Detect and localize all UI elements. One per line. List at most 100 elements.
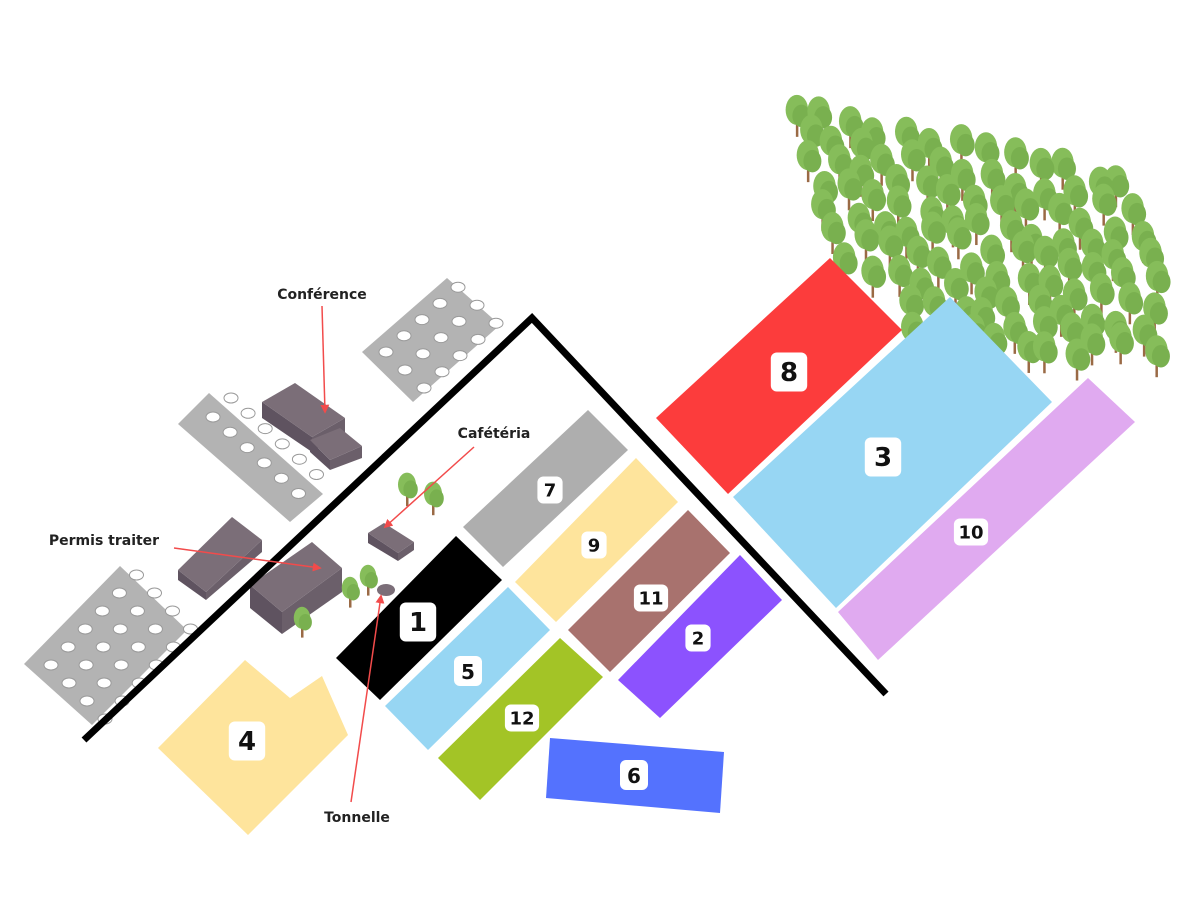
zone-9[interactable]: 9 — [515, 458, 678, 622]
car-icon — [77, 623, 93, 635]
tree-icon — [926, 246, 952, 289]
car-icon — [257, 423, 273, 435]
buildings — [178, 383, 414, 634]
tree-icon — [946, 217, 972, 260]
car-icon — [434, 366, 450, 378]
tree-icon — [861, 255, 887, 298]
tree-icon — [1033, 235, 1059, 278]
tree-icon — [1014, 188, 1040, 231]
zone-12[interactable]: 12 — [438, 638, 603, 800]
tree-icon — [1051, 147, 1076, 190]
zone-1[interactable]: 1 — [336, 536, 502, 700]
tree-icon — [1065, 338, 1091, 381]
zone-number: 4 — [238, 727, 256, 757]
car-icon — [433, 332, 449, 344]
zone-6[interactable]: 6 — [546, 738, 724, 813]
car-icon — [96, 677, 112, 689]
tree-icon — [398, 472, 418, 507]
zone-2[interactable]: 2 — [618, 555, 782, 718]
label-conference: Conférence — [277, 287, 367, 414]
zone-number-badge — [454, 656, 482, 686]
tree-icon — [1057, 247, 1083, 290]
car-icon — [239, 442, 255, 454]
arrow-icon — [383, 446, 475, 529]
zone-number-badge — [770, 352, 808, 392]
tree-icon — [1029, 147, 1055, 190]
zone-number: 6 — [627, 764, 641, 788]
car-icon — [416, 382, 432, 394]
tree-icon — [796, 140, 822, 183]
car-icon — [222, 426, 238, 438]
car-icon — [450, 281, 466, 293]
conference-label: Conférence — [277, 287, 367, 303]
tree-icon — [974, 132, 1000, 175]
tree-icon — [341, 576, 360, 608]
car-icon — [488, 317, 504, 329]
car-icon — [273, 472, 289, 484]
car-icon — [415, 348, 431, 360]
car-icon — [452, 350, 468, 362]
car-icon — [79, 695, 95, 707]
zone-10[interactable]: 10 — [838, 378, 1135, 660]
tree-icon — [1011, 231, 1037, 274]
car-icon — [130, 641, 146, 653]
car-icon — [129, 605, 145, 617]
car-icon — [94, 605, 110, 617]
car-icon — [147, 587, 162, 599]
zone-3[interactable]: 3 — [733, 297, 1052, 608]
car-icon — [205, 411, 221, 423]
zone-number-badge — [228, 721, 266, 761]
site-boundary-line — [81, 313, 889, 743]
car-icon — [274, 438, 290, 450]
car-icon — [469, 299, 485, 311]
building — [310, 428, 362, 470]
zone-5[interactable]: 5 — [385, 587, 550, 750]
tree-icon — [921, 211, 946, 254]
tree-icon — [1143, 292, 1168, 335]
zone-number-badge — [633, 584, 669, 612]
parking-lots — [24, 278, 504, 725]
car-icon — [397, 364, 413, 376]
tree-icon — [359, 564, 378, 596]
zone-number: 7 — [544, 481, 557, 502]
cafeteria-label: Cafétéria — [458, 426, 531, 442]
car-icon — [378, 346, 394, 358]
zone-8[interactable]: 8 — [656, 258, 902, 494]
tree-icon — [1063, 175, 1089, 218]
car-icon — [112, 623, 128, 635]
car-icon — [240, 407, 256, 419]
car-icon — [309, 469, 324, 480]
zone-7[interactable]: 7 — [463, 410, 628, 567]
arrow-icon — [320, 305, 330, 414]
parking-lot — [178, 392, 324, 522]
car-icon — [451, 315, 467, 327]
car-icon — [223, 392, 239, 404]
tree-icon — [900, 139, 926, 182]
car-icon — [111, 587, 127, 599]
parking-lot — [24, 566, 198, 725]
tree-icon — [293, 606, 312, 638]
tree-icon — [888, 254, 913, 297]
zone-4[interactable]: 4 — [158, 660, 348, 835]
tree-icon — [944, 267, 969, 310]
car-icon — [470, 333, 486, 345]
tree-icon — [1109, 322, 1134, 365]
forest — [785, 94, 1171, 381]
tree-icon — [1004, 137, 1029, 180]
zone-number-badge — [537, 476, 563, 504]
tree-icon — [906, 235, 932, 278]
zone-11[interactable]: 11 — [568, 510, 730, 672]
building — [368, 523, 414, 561]
tree-icon — [821, 212, 846, 255]
zone-number: 5 — [461, 660, 475, 684]
zone-number: 12 — [509, 709, 534, 730]
tree-icon — [832, 242, 858, 285]
zone-number-badge — [399, 602, 437, 642]
tree-icon — [1121, 193, 1147, 236]
tree-icon — [1092, 183, 1117, 226]
tonnelle-gazebo — [377, 584, 395, 596]
permis-traiter-label: Permis traiter — [49, 533, 159, 549]
zone-number: 1 — [409, 608, 427, 638]
tree-icon — [1032, 331, 1058, 374]
zone-area[interactable] — [838, 378, 1135, 660]
